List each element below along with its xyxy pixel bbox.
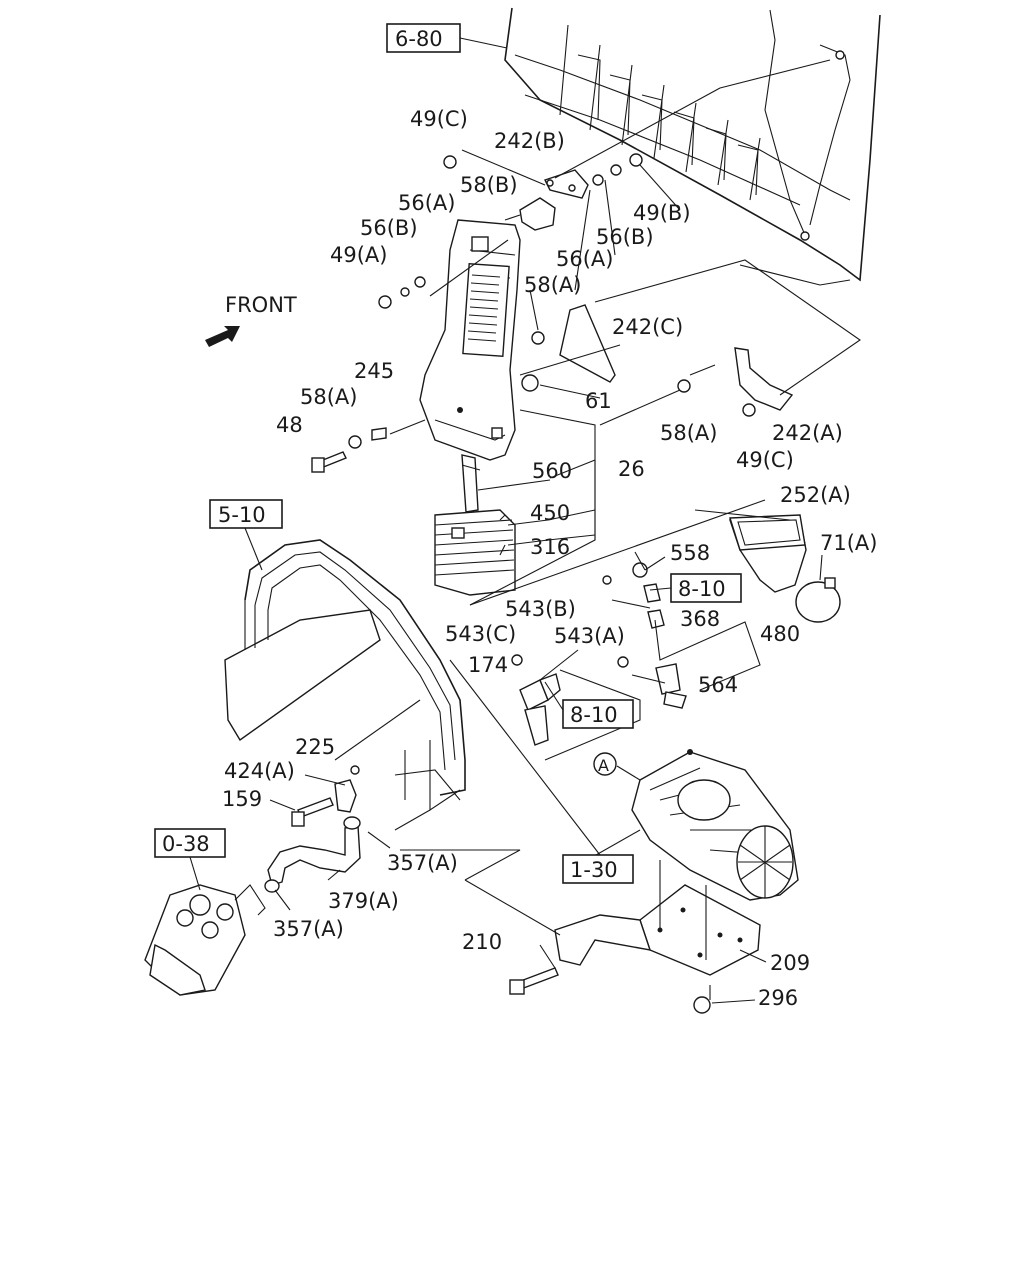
callout-26: 26 — [618, 457, 645, 481]
ref-box-8-10-a: 8-10 — [670, 573, 742, 603]
callout-71a: 71(A) — [820, 531, 877, 555]
callout-242b: 242(B) — [494, 129, 565, 153]
svg-text:8-10: 8-10 — [570, 703, 618, 727]
ref-box-1-30: 1-30 — [562, 854, 634, 884]
intake-duct — [419, 219, 521, 461]
pump-0-38 — [144, 884, 266, 996]
mount-58b — [519, 197, 556, 231]
front-label: FRONT — [225, 293, 297, 317]
bracket-209 — [554, 884, 761, 976]
callout-49c-bottom: 49(C) — [736, 448, 794, 472]
hose-379a — [267, 825, 361, 886]
callout-210: 210 — [462, 930, 502, 954]
clip-225 — [350, 765, 360, 775]
front-arrow-icon — [205, 326, 240, 347]
nut-296 — [693, 996, 711, 1014]
ref-box-6-80: 6-80 — [386, 23, 461, 53]
callout-159: 159 — [222, 787, 262, 811]
callout-543c: 543(C) — [445, 622, 516, 646]
callout-450: 450 — [530, 501, 570, 525]
sensor-558 — [632, 551, 648, 578]
callout-245: 245 — [354, 359, 394, 383]
roll-bar-frame — [224, 539, 466, 831]
callout-labels: 49(C) 242(B) 58(B) 56(A) 56(B) 49(A) 56(… — [222, 107, 877, 1010]
callout-424a: 424(A) — [224, 759, 295, 783]
callout-56a-left: 56(A) — [398, 191, 455, 215]
callout-560: 560 — [532, 459, 572, 483]
bracket-242b — [544, 169, 589, 199]
callout-368: 368 — [680, 607, 720, 631]
clamps-357a — [264, 816, 361, 893]
callout-61: 61 — [585, 389, 612, 413]
ref-box-8-10-b: 8-10 — [562, 699, 634, 729]
callout-357a-right: 357(A) — [387, 851, 458, 875]
cab-panel — [504, 7, 881, 286]
callout-58a-left: 58(A) — [300, 385, 357, 409]
bracket-242a — [734, 347, 794, 411]
callout-296: 296 — [758, 986, 798, 1010]
callout-49c-top: 49(C) — [410, 107, 468, 131]
air-cleaner-body — [631, 749, 799, 901]
callout-379a: 379(A) — [328, 889, 399, 913]
bolt-159 — [291, 797, 334, 827]
callout-58a-right: 58(A) — [660, 421, 717, 445]
bolt-210 — [509, 967, 559, 995]
nuts-washers — [348, 153, 756, 449]
ref-box-5-10: 5-10 — [209, 499, 283, 529]
svg-text:0-38: 0-38 — [162, 832, 210, 856]
callout-209: 209 — [770, 951, 810, 975]
callout-252a: 252(A) — [780, 483, 851, 507]
screws — [511, 575, 629, 668]
callout-56a-right: 56(A) — [556, 247, 613, 271]
callout-174: 174 — [468, 653, 508, 677]
callout-49a: 49(A) — [330, 243, 387, 267]
precleaner-252a — [729, 514, 807, 593]
bracket-242c — [559, 304, 616, 383]
callout-49b: 49(B) — [633, 201, 691, 225]
callout-242a: 242(A) — [772, 421, 843, 445]
callout-357a-left: 357(A) — [273, 917, 344, 941]
callout-48: 48 — [276, 413, 303, 437]
clamp-71a — [795, 577, 841, 623]
bellows-filter — [434, 454, 516, 596]
callout-564: 564 — [698, 673, 738, 697]
svg-text:1-30: 1-30 — [570, 858, 618, 882]
callout-543b: 543(B) — [505, 597, 576, 621]
spacer-245 — [371, 427, 387, 441]
callout-58b: 58(B) — [460, 173, 518, 197]
callout-480: 480 — [760, 622, 800, 646]
bracket-480 — [655, 663, 687, 709]
svg-text:6-80: 6-80 — [395, 27, 443, 51]
callout-242c: 242(C) — [612, 315, 683, 339]
callout-56b-right: 56(B) — [596, 225, 654, 249]
svg-text:A: A — [598, 756, 609, 775]
switch-174 — [519, 673, 561, 746]
callout-558: 558 — [670, 541, 710, 565]
fitting-424a — [334, 779, 357, 813]
callout-316: 316 — [530, 535, 570, 559]
bolt-48 — [311, 451, 347, 473]
callout-543a: 543(A) — [554, 624, 625, 648]
callout-56b-left: 56(B) — [360, 216, 418, 240]
circle-marker-a: A — [593, 752, 617, 776]
callout-58a-top: 58(A) — [524, 273, 581, 297]
indicator-368 — [643, 583, 665, 629]
svg-text:8-10: 8-10 — [678, 577, 726, 601]
svg-text:5-10: 5-10 — [218, 503, 266, 527]
callout-225: 225 — [295, 735, 335, 759]
ref-box-0-38: 0-38 — [154, 828, 226, 858]
